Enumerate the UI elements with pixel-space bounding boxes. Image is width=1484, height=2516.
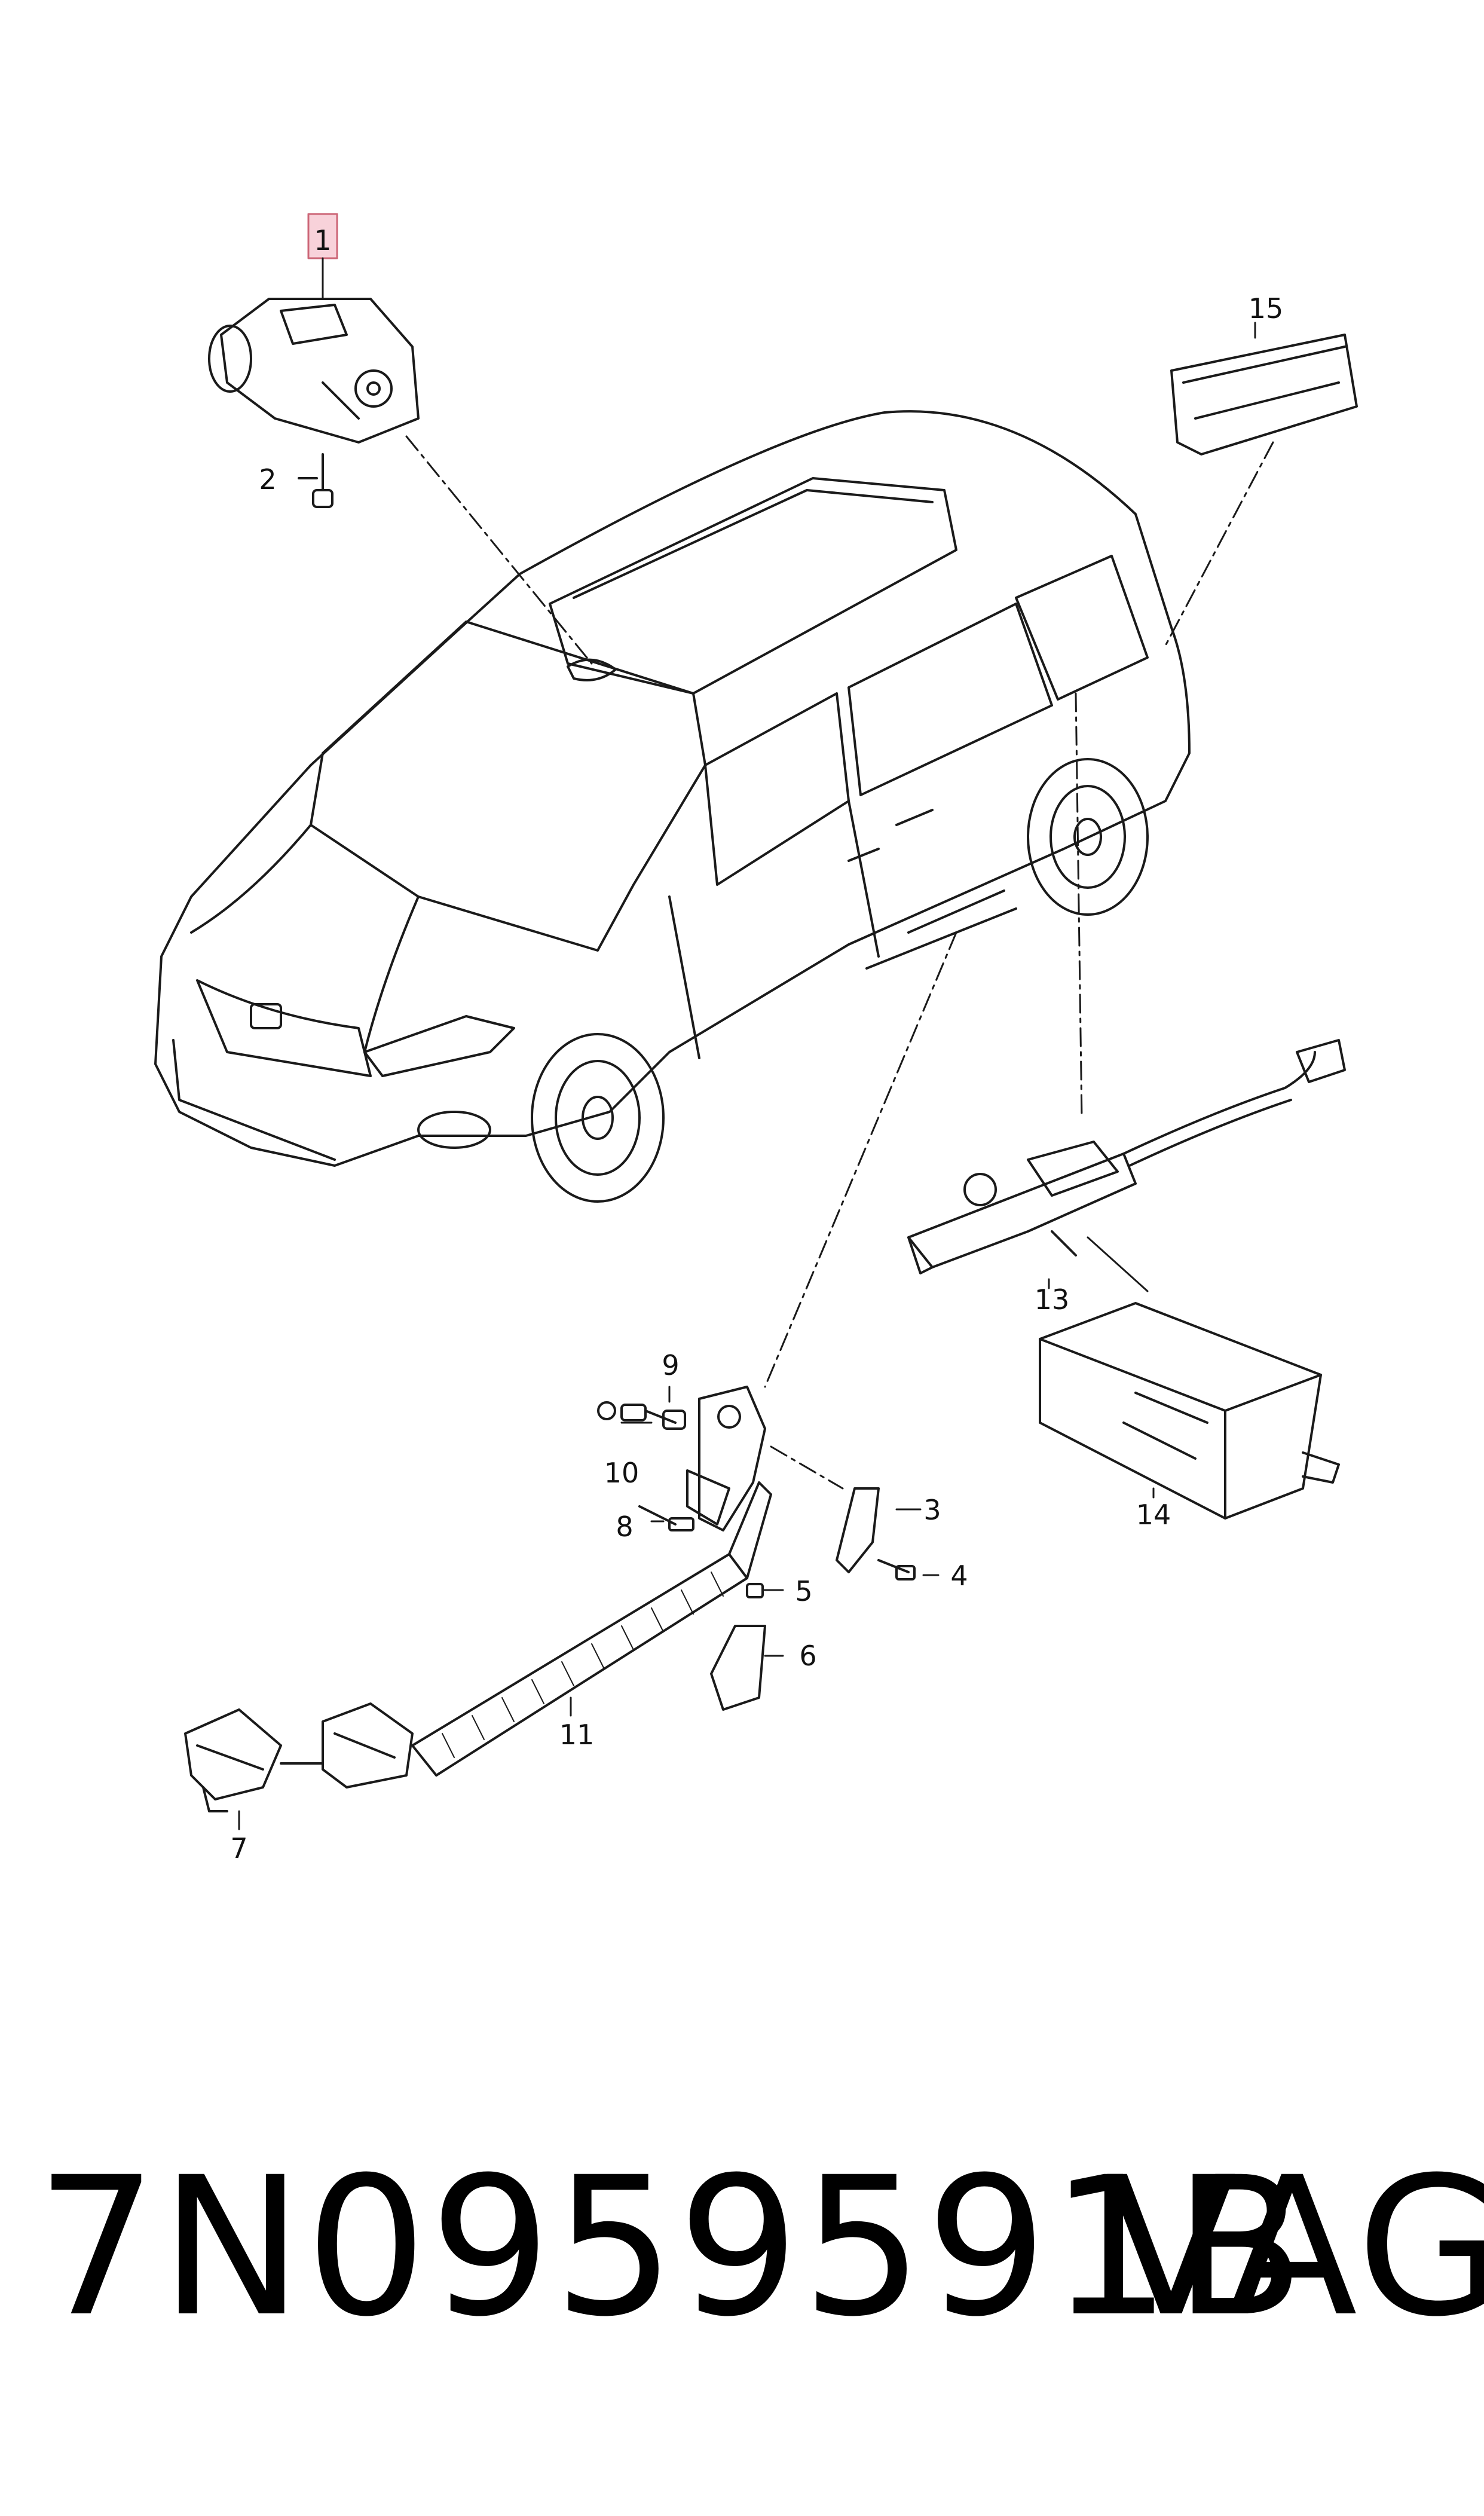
- callout-3: 3: [923, 1494, 941, 1526]
- callout-14: 14: [1136, 1499, 1171, 1531]
- part-1-motor: [208, 298, 420, 444]
- part-number: 7N0959591B: [36, 2136, 1308, 2359]
- callout-2: 2: [259, 463, 276, 496]
- callouts: 1 2 15 13 14 9 10 8 3 4 5 6 11 7: [230, 224, 1283, 1864]
- callout-7: 7: [230, 1832, 247, 1864]
- parts-diagram: 1 2 15 13 14 9 10 8 3 4 5 6 11 7: [154, 213, 1358, 1864]
- leader-lines: [405, 435, 1274, 1490]
- callout-8: 8: [616, 1511, 633, 1543]
- part-3-cover: [836, 1487, 880, 1573]
- callout-1-highlight: [307, 213, 338, 259]
- part-15-bracket: [1170, 322, 1358, 455]
- callout-10: 10: [604, 1457, 640, 1489]
- part-13-drive-unit: [907, 1039, 1346, 1274]
- callout-ticks: [238, 1278, 1155, 1830]
- part-7-bracket: [184, 1708, 324, 1812]
- callout-11: 11: [559, 1719, 595, 1751]
- callout-4: 4: [950, 1560, 968, 1592]
- callout-13: 13: [1035, 1283, 1070, 1316]
- callout-6: 6: [799, 1640, 816, 1672]
- part-2-bolt: [298, 453, 333, 508]
- callout-1: 1: [314, 224, 331, 256]
- car-illustration: [154, 410, 1191, 1203]
- part-11-cable-carrier: [322, 1481, 772, 1789]
- part-14-control-unit: [1039, 1302, 1340, 1520]
- part-9-10-8-fasteners: [597, 1401, 694, 1531]
- part-5-clip: [746, 1583, 764, 1598]
- callout-9: 9: [662, 1349, 679, 1381]
- callout-5: 5: [795, 1575, 812, 1607]
- part-6-cover: [710, 1625, 766, 1711]
- hinge-assembly: [686, 1386, 766, 1531]
- callout-15: 15: [1249, 292, 1284, 325]
- brand-label: VAG: [1106, 2136, 1484, 2359]
- part-4-screw: [877, 1559, 916, 1580]
